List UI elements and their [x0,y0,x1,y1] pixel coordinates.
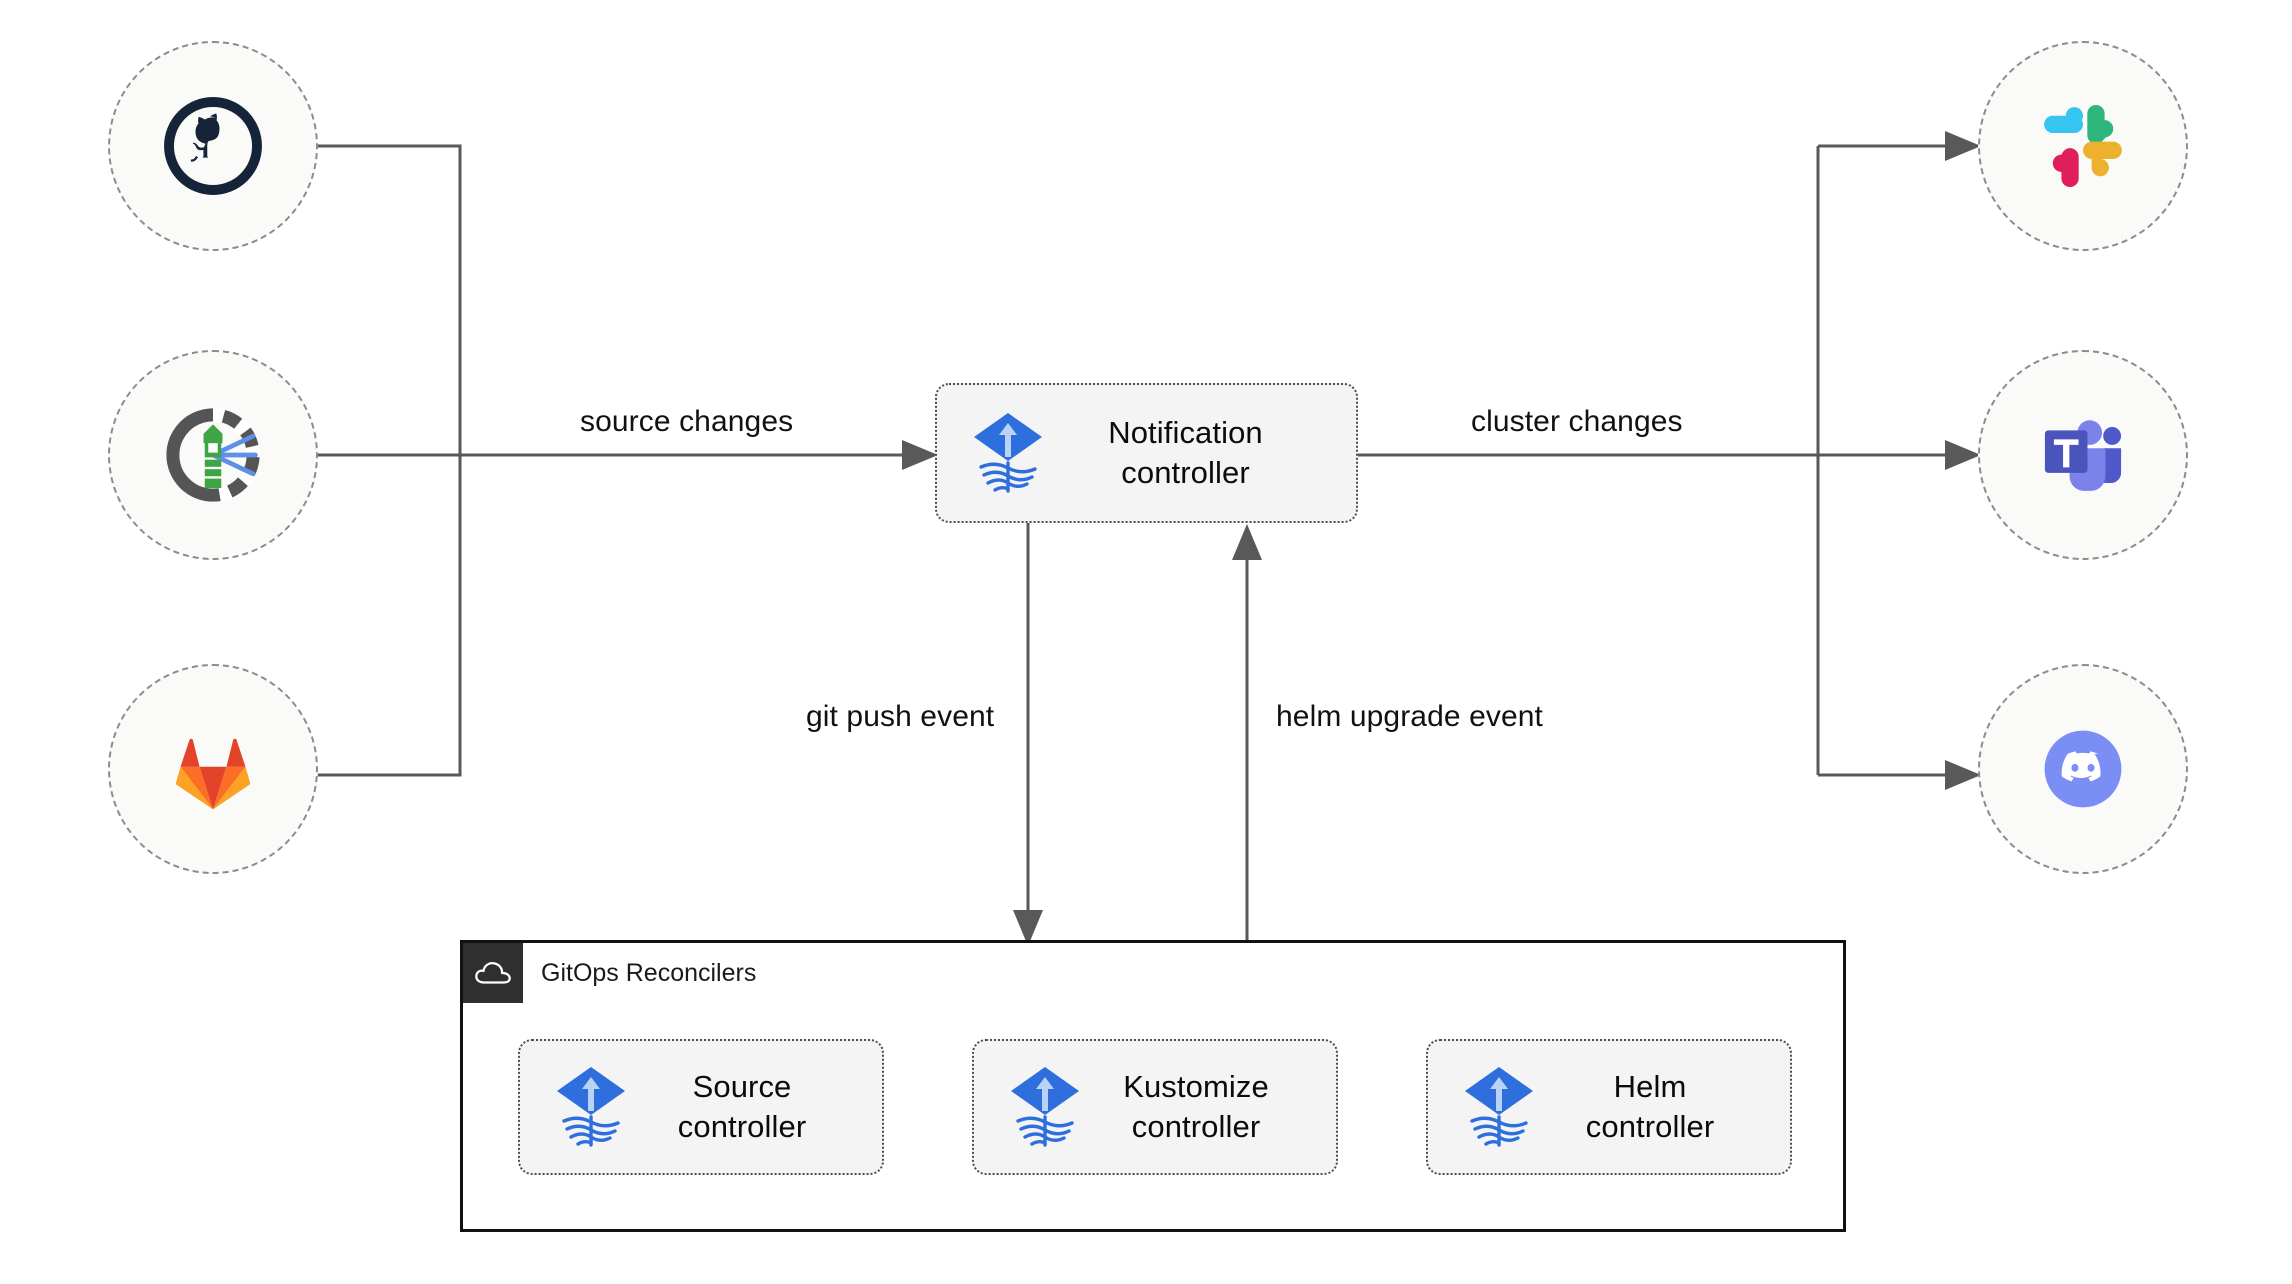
notification-controller-label: Notification controller [1108,415,1263,490]
helm-controller-label: Helm controller [1585,1069,1715,1144]
kustomize-controller-label: Kustomize controller [1123,1069,1269,1144]
flux-icon [1008,1065,1082,1149]
edge-label-cluster-changes: cluster changes [1471,405,1683,438]
helm-controller-box[interactable]: Helm controller [1426,1039,1792,1175]
gitops-group-title: GitOps Reconcilers [541,958,757,987]
edge-sources-bus [313,144,462,777]
source-node-gitlab[interactable] [108,664,318,874]
flux-icon [1462,1065,1536,1149]
destination-node-discord[interactable] [1978,664,2188,874]
discord-icon [2044,730,2122,808]
source-controller-box[interactable]: Source controller [518,1039,884,1175]
flux-icon [971,411,1045,495]
edge-label-source-changes: source changes [580,405,794,438]
destination-node-slack[interactable] [1978,41,2188,251]
notification-controller-box[interactable]: Notification controller [935,383,1358,523]
source-node-helm[interactable] [108,350,318,560]
source-node-github[interactable] [108,41,318,251]
destination-node-teams[interactable] [1978,350,2188,560]
helm-icon [166,407,261,503]
microsoft-teams-icon [2044,420,2122,491]
kustomize-controller-box[interactable]: Kustomize controller [972,1039,1338,1175]
gitops-reconcilers-group: GitOps Reconcilers Source controller [460,940,1846,1232]
source-controller-label: Source controller [677,1069,807,1144]
edge-label-helm-upgrade-event: helm upgrade event [1276,700,1543,733]
github-icon [164,97,262,195]
gitlab-icon [175,738,251,810]
flux-icon [554,1065,628,1149]
slack-icon [2044,104,2122,188]
edge-label-git-push-event: git push event [806,700,995,733]
gitops-group-header: GitOps Reconcilers [463,943,756,1003]
cloud-icon [463,943,523,1003]
